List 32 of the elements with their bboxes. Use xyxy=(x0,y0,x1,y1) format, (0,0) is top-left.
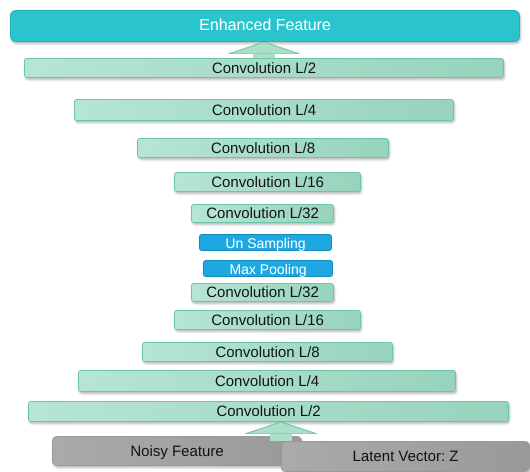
layer-bar xyxy=(203,260,333,277)
layer-bar xyxy=(24,58,504,78)
layer-bar xyxy=(174,310,361,330)
layer-label: Max Pooling xyxy=(229,262,307,276)
input-box xyxy=(281,441,530,472)
layer-bar xyxy=(74,99,454,121)
layer-label: Convolution L/16 xyxy=(211,174,324,190)
block-arrow xyxy=(244,422,318,441)
layer-bar xyxy=(191,283,334,302)
layer-label: Convolution L/32 xyxy=(206,285,319,300)
layer-label: Convolution L/8 xyxy=(210,140,316,156)
layer-bar xyxy=(137,138,389,158)
layer-label: Convolution L/2 xyxy=(212,60,316,76)
layer-label: Latent Vector: Z xyxy=(352,449,458,464)
layer-label: Un Sampling xyxy=(225,236,306,250)
layer-label: Convolution L/4 xyxy=(214,374,320,388)
layer-bar xyxy=(142,342,393,362)
layer-label: Noisy Feature xyxy=(130,444,224,458)
layer-label: Enhanced Feature xyxy=(199,18,331,34)
input-box xyxy=(52,436,302,466)
layer-label: Convolution L/8 xyxy=(215,344,320,360)
layer-bar xyxy=(28,401,509,422)
layer-bar xyxy=(191,204,334,223)
layer-bar xyxy=(174,172,361,192)
layer-label: Convolution L/32 xyxy=(206,206,319,221)
layer-label: Convolution L/16 xyxy=(211,312,324,328)
layer-label: Convolution L/4 xyxy=(212,102,316,118)
output-box xyxy=(10,10,520,42)
block-arrow xyxy=(228,42,300,58)
layer-label: Convolution L/2 xyxy=(216,404,321,419)
layer-bar xyxy=(199,234,332,251)
layer-bar xyxy=(78,370,456,392)
